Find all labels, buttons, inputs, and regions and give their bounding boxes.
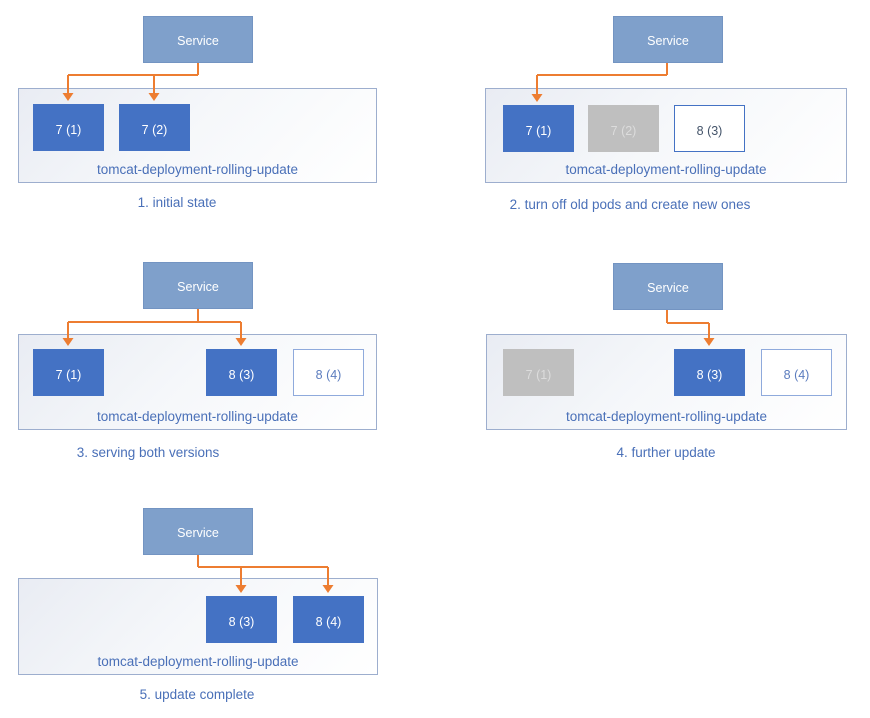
service-label: Service xyxy=(647,34,689,48)
pod-label: 8 (4) xyxy=(783,368,810,382)
pod-7-1: 7 (1) xyxy=(503,105,574,152)
panel-serving-both-versions: 7 (1) 8 (3) 8 (4) tomcat-deployment-roll… xyxy=(0,240,435,480)
step-caption: 4. further update xyxy=(616,445,716,460)
pod-7-1: 7 (1) xyxy=(33,349,104,396)
service-box: Service xyxy=(143,262,253,309)
step-caption: 5. update complete xyxy=(139,687,255,702)
step-caption: 1. initial state xyxy=(137,195,217,210)
panel-update-complete: 8 (3) 8 (4) tomcat-deployment-rolling-up… xyxy=(0,480,435,718)
deployment-label: tomcat-deployment-rolling-update xyxy=(96,162,299,177)
pod-label: 8 (4) xyxy=(315,368,342,382)
deployment-box: 8 (3) 8 (4) tomcat-deployment-rolling-up… xyxy=(18,578,378,675)
pod-8-3: 8 (3) xyxy=(206,349,277,396)
panel-turn-off-old-pods: 7 (1) 7 (2) 8 (3) tomcat-deployment-roll… xyxy=(435,0,870,240)
deployment-box: 7 (1) 7 (2) tomcat-deployment-rolling-up… xyxy=(18,88,377,183)
pod-8-3: 8 (3) xyxy=(674,349,745,396)
deployment-box: 7 (1) 8 (3) 8 (4) tomcat-deployment-roll… xyxy=(486,334,847,430)
pod-label: 7 (1) xyxy=(55,123,82,137)
pod-label: 8 (4) xyxy=(315,615,342,629)
service-box: Service xyxy=(143,16,253,63)
pod-label: 7 (1) xyxy=(525,124,552,138)
step-caption: 3. serving both versions xyxy=(76,445,220,460)
service-label: Service xyxy=(177,34,219,48)
deployment-label: tomcat-deployment-rolling-update xyxy=(96,409,299,424)
pod-7-2: 7 (2) xyxy=(588,105,659,152)
pod-label: 7 (2) xyxy=(141,123,168,137)
pod-label: 8 (3) xyxy=(228,615,255,629)
pod-label: 7 (1) xyxy=(525,368,552,382)
pod-label: 7 (2) xyxy=(610,124,637,138)
service-box: Service xyxy=(613,263,723,310)
pod-label: 8 (3) xyxy=(696,124,723,138)
step-caption: 2. turn off old pods and create new ones xyxy=(509,197,751,212)
pod-label: 8 (3) xyxy=(228,368,255,382)
service-label: Service xyxy=(647,281,689,295)
deployment-label: tomcat-deployment-rolling-update xyxy=(565,162,767,177)
pod-8-4: 8 (4) xyxy=(293,349,364,396)
pod-7-1: 7 (1) xyxy=(33,104,104,151)
deployment-label: tomcat-deployment-rolling-update xyxy=(97,654,299,669)
deployment-box: 7 (1) 8 (3) 8 (4) tomcat-deployment-roll… xyxy=(18,334,377,430)
service-label: Service xyxy=(177,280,219,294)
pod-label: 8 (3) xyxy=(696,368,723,382)
deployment-label: tomcat-deployment-rolling-update xyxy=(565,409,768,424)
pod-label: 7 (1) xyxy=(55,368,82,382)
pod-7-2: 7 (2) xyxy=(119,104,190,151)
panel-further-update: 7 (1) 8 (3) 8 (4) tomcat-deployment-roll… xyxy=(435,240,870,480)
pod-8-4: 8 (4) xyxy=(761,349,832,396)
pod-8-3: 8 (3) xyxy=(674,105,745,152)
service-box: Service xyxy=(143,508,253,555)
service-label: Service xyxy=(177,526,219,540)
service-box: Service xyxy=(613,16,723,63)
pod-7-1: 7 (1) xyxy=(503,349,574,396)
pod-8-3: 8 (3) xyxy=(206,596,277,643)
pod-8-4: 8 (4) xyxy=(293,596,364,643)
deployment-box: 7 (1) 7 (2) 8 (3) tomcat-deployment-roll… xyxy=(485,88,847,183)
panel-initial-state: 7 (1) 7 (2) tomcat-deployment-rolling-up… xyxy=(0,0,435,240)
